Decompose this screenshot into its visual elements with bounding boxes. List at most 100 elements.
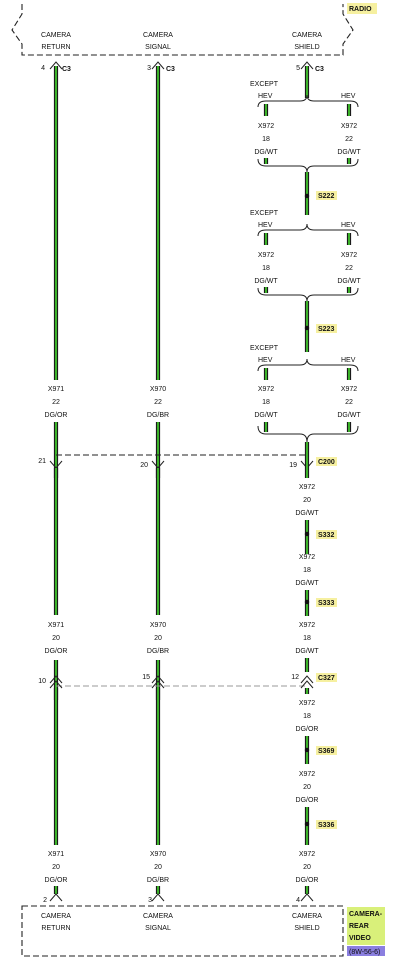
c200-pin-signal: 20 [140,462,148,469]
variant-2-left-option: HEV [258,222,273,229]
splice-s223-label: S223 [318,326,334,333]
variant-3-right-gauge: 22 [345,399,353,406]
shield-b2-circuit: X972 [299,771,315,778]
return-upper-color: DG/OR [45,412,68,419]
signal-lower-color: DG/BR [147,877,169,884]
shield-a1-circuit: X972 [299,484,315,491]
c327-pin-shield: 12 [291,674,299,681]
shield-b1-circuit: X972 [299,700,315,707]
variant-3-right-option: HEV [341,357,356,364]
variant-1-left-circuit: X972 [258,123,274,130]
variant-1-right-gauge: 22 [345,136,353,143]
camera-func-1-line2: RETURN [41,925,70,932]
camera-ref-bg [347,946,385,956]
splice-s369-label: S369 [318,748,334,755]
signal-mid-gauge: 20 [154,635,162,642]
shield-segments-b: X972 18 DG/OR S369 X972 20 DG/OR S336 X9… [296,700,337,894]
c327-pin-signal: 15 [142,674,150,681]
variant-block-2: EXCEPT HEV HEV X972 18 DG/WT X972 22 DG/… [250,210,361,352]
splice-s332-tag-bg [316,530,337,539]
radio-component: RADIO CAMERA RETURN CAMERA SIGNAL CAMERA… [11,3,377,73]
variant-1-except: EXCEPT [250,81,279,88]
splice-s333-label: S333 [318,600,334,607]
splice-s333-dot [304,599,310,605]
variant-block-1: EXCEPT HEV HEV X972 18 DG/WT X972 22 DG/… [250,81,361,215]
variant-1-right-option: HEV [341,93,356,100]
shield-a2-gauge: 18 [303,567,311,574]
shield-a3-gauge: 18 [303,635,311,642]
c327-tag-bg [316,673,337,682]
variant-2-right-color: DG/WT [337,278,361,285]
camera-pin-shield: 4 [296,897,300,904]
variant-1-left-gauge: 18 [262,136,270,143]
shield-a1-gauge: 20 [303,497,311,504]
shield-a3-color: DG/WT [295,648,319,655]
splice-s336-dot [304,821,310,827]
variant-block-3: EXCEPT HEV HEV X972 18 DG/WT X972 22 DG/… [250,345,361,443]
splice-s332-label: S332 [318,532,334,539]
splice-s223-tag-bg [316,324,337,333]
radio-func-3-line1: CAMERA [292,32,322,39]
variant-3-right-color: DG/WT [337,412,361,419]
camera-pin-return: 2 [43,897,47,904]
radio-func-2-line2: SIGNAL [145,44,171,51]
c327-label: C327 [318,675,335,682]
signal-upper-color: DG/BR [147,412,169,419]
return-lower-circuit: X971 [48,851,64,858]
camera-func-3-line2: SHIELD [294,925,319,932]
wire-labels-mid: X971 20 DG/OR X970 20 DG/BR [45,622,170,655]
variant-2-right-gauge: 22 [345,265,353,272]
shield-a3-circuit: X972 [299,622,315,629]
radio-func-3-line2: SHIELD [294,44,319,51]
camera-func-1-line1: CAMERA [41,913,71,920]
signal-lower-gauge: 20 [154,864,162,871]
variant-1-left-color: DG/WT [254,149,278,156]
splice-s336-tag-bg [316,820,337,829]
splice-s336-label: S336 [318,822,334,829]
splice-s333-tag-bg [316,598,337,607]
radio-pin-1: 4 [41,65,45,72]
variant-3-right-circuit: X972 [341,386,357,393]
radio-func-1-line2: RETURN [41,44,70,51]
splice-s222-tag-bg [316,191,337,200]
return-mid-circuit: X971 [48,622,64,629]
variant-3-left-color: DG/WT [254,412,278,419]
shield-b2-color: DG/OR [296,797,319,804]
return-lower-color: DG/OR [45,877,68,884]
radio-func-2-line1: CAMERA [143,32,173,39]
splice-s223-dot [304,325,310,331]
c327-pin-return: 10 [38,678,46,685]
wire-labels-upper: X971 22 DG/OR X970 22 DG/BR [45,386,170,419]
camera-tag-bg [347,907,385,945]
shield-b3-gauge: 20 [303,864,311,871]
shield-b1-gauge: 18 [303,713,311,720]
connector-c200: 21 20 19 C200 [38,442,337,478]
variant-3-left-gauge: 18 [262,399,270,406]
variant-2-except: EXCEPT [250,210,279,217]
shield-b2-gauge: 20 [303,784,311,791]
signal-upper-circuit: X970 [150,386,166,393]
variant-1-right-circuit: X972 [341,123,357,130]
variant-1-left-option: HEV [258,93,273,100]
variant-2-right-option: HEV [341,222,356,229]
camera-outline [21,905,344,957]
shield-segments-a: X972 20 DG/WT S332 X972 18 DG/WT S333 X9… [295,484,337,672]
radio-label: RADIO [349,6,372,13]
variant-2-left-color: DG/WT [254,278,278,285]
splice-s332-dot [304,531,310,537]
camera-ref-link[interactable]: (8W-56-6) [349,949,380,956]
variant-1-right-color: DG/WT [337,149,361,156]
splice-s369-tag-bg [316,746,337,755]
camera-func-2-line2: SIGNAL [145,925,171,932]
shield-b3-color: DG/OR [296,877,319,884]
splice-s369-dot [304,747,310,753]
shield-b1-color: DG/OR [296,726,319,733]
camera-pin-signal: 3 [148,897,152,904]
radio-pin-3: 5 [296,65,300,72]
radio-pin-2: 3 [147,65,151,72]
shield-b3-circuit: X972 [299,851,315,858]
variant-3-left-circuit: X972 [258,386,274,393]
return-lower-gauge: 20 [52,864,60,871]
radio-connector-1: C3 [62,66,71,73]
